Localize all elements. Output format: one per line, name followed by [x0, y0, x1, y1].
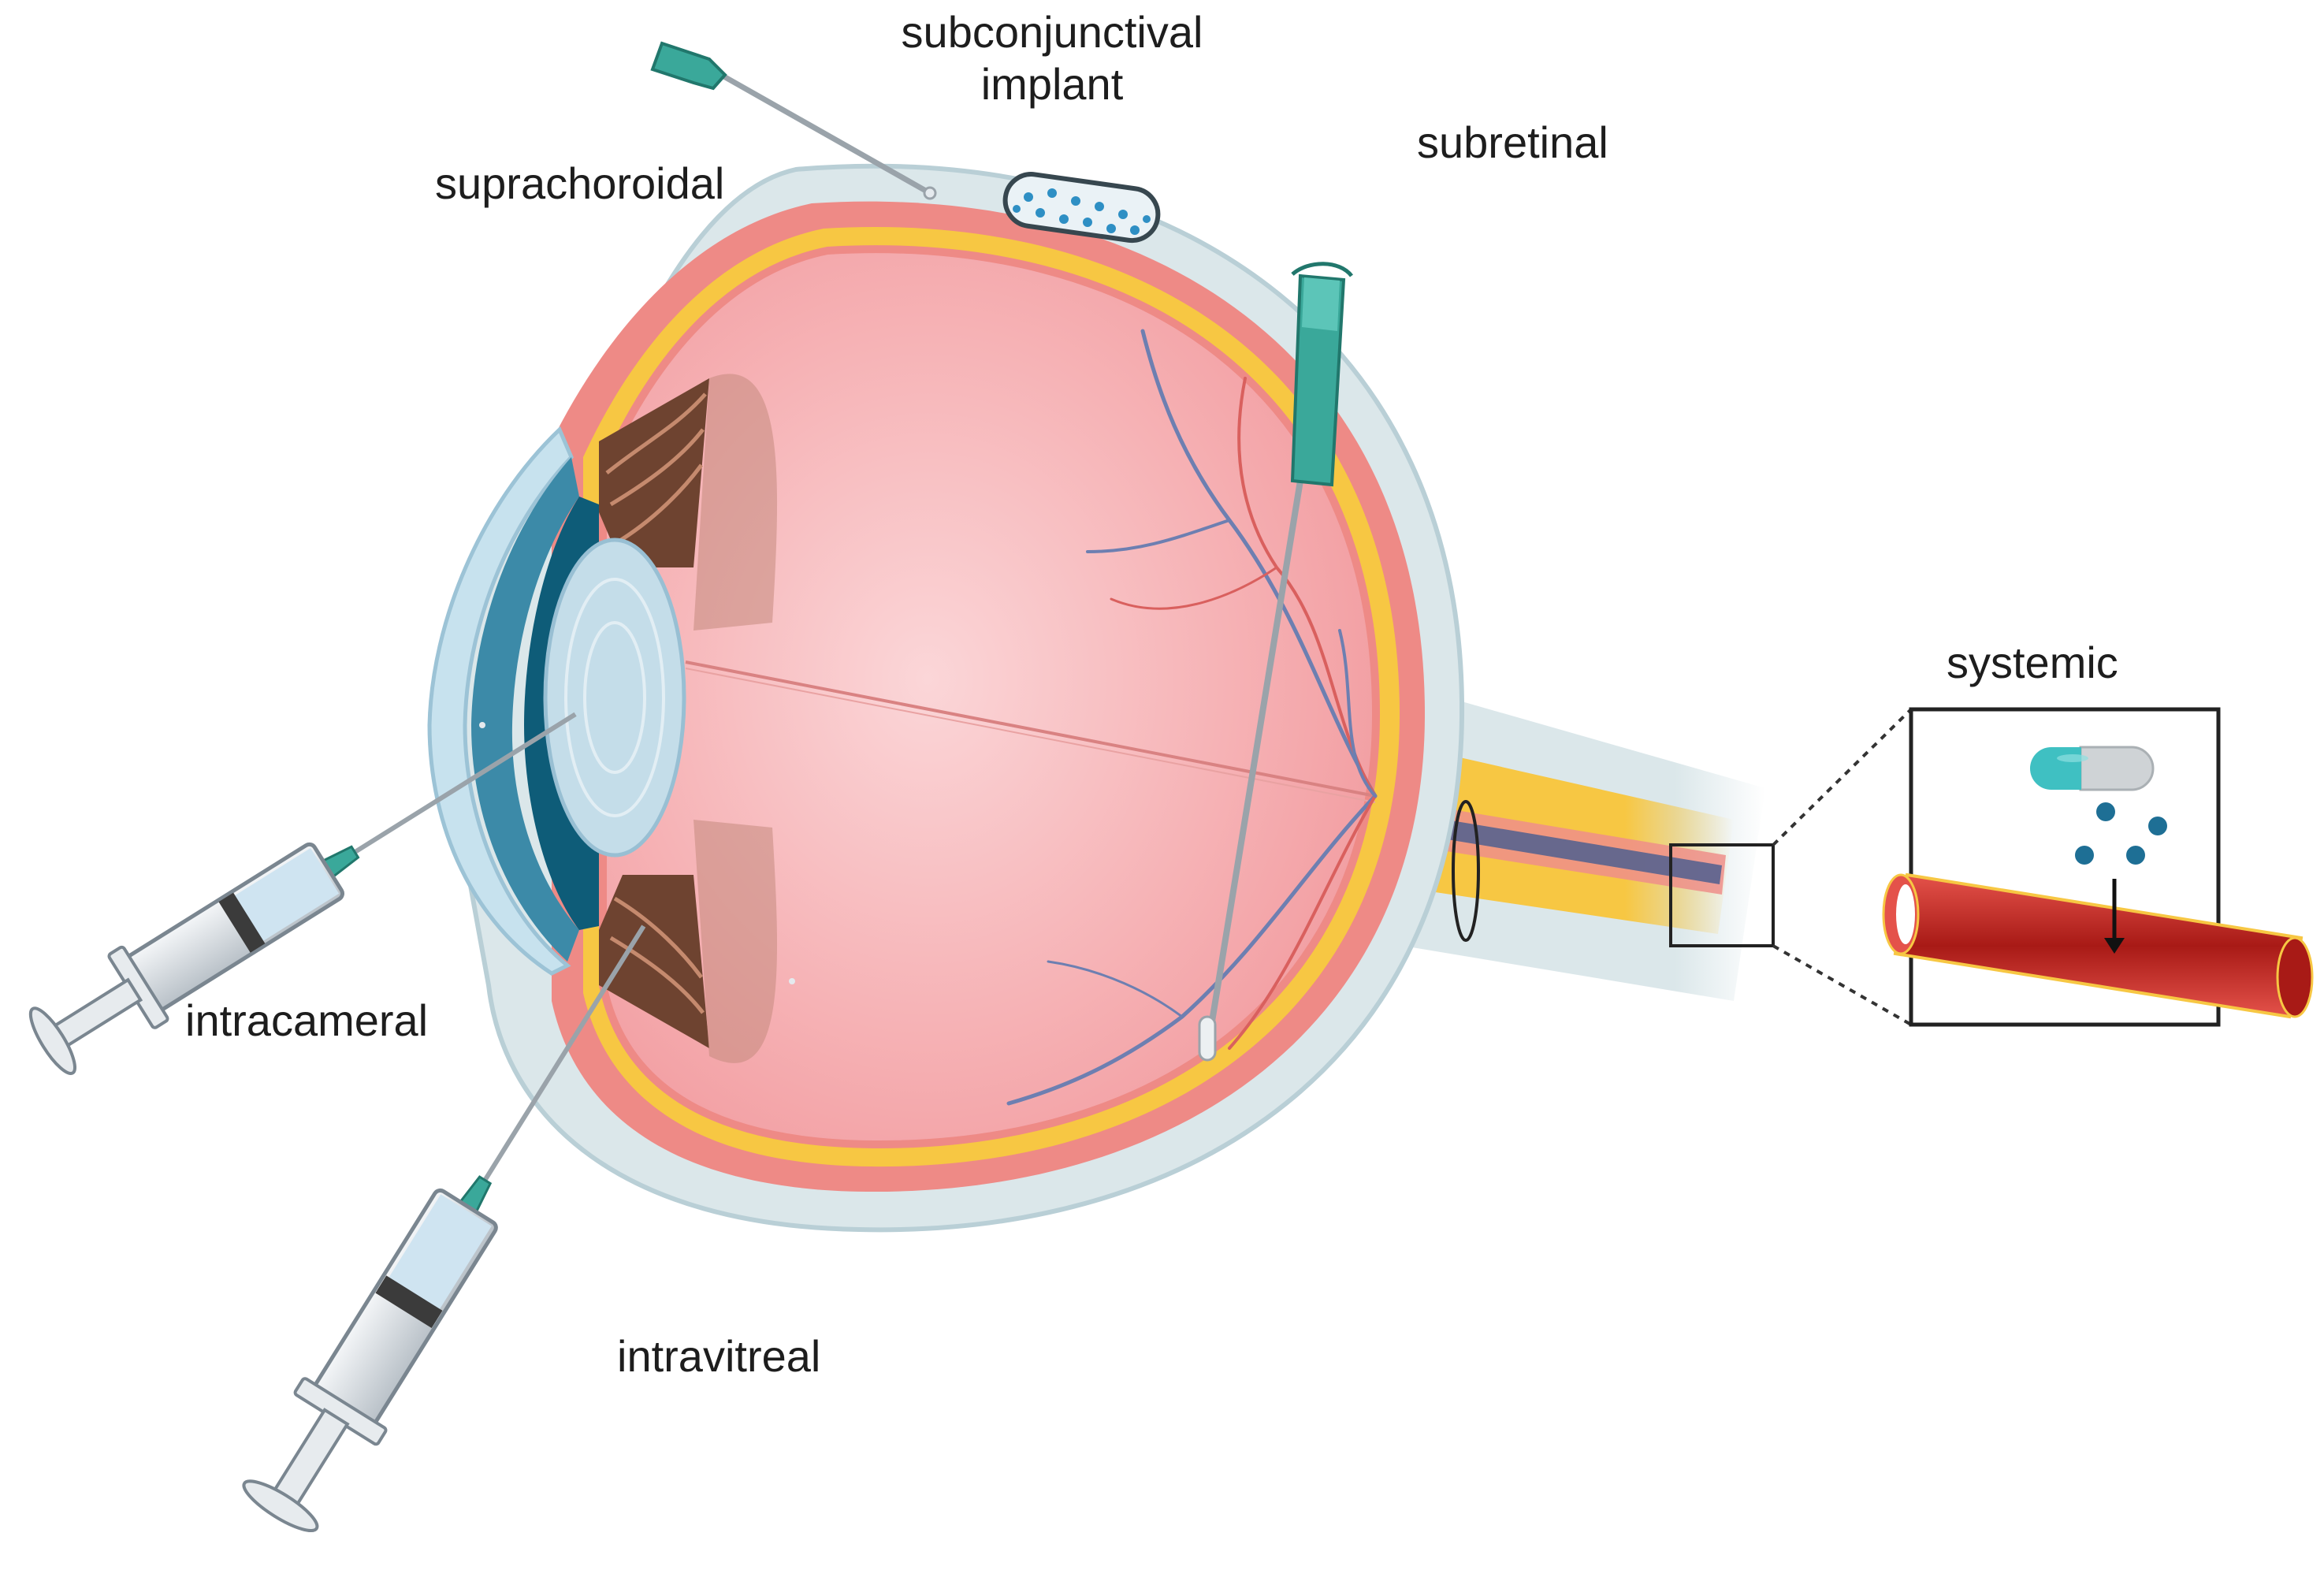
subconjunctival-label-line2: implant [980, 59, 1124, 110]
subconjunctival-label-line1: subconjunctival [901, 7, 1203, 57]
intravitreal-needle-tip [789, 978, 795, 984]
retinal-vessels [1006, 329, 1378, 1106]
cornea [427, 426, 574, 976]
intravitreal-syringe [242, 925, 646, 1532]
zonule-lower [693, 820, 778, 1063]
suprachoroidal-needle [650, 41, 937, 200]
optic-nerve [1371, 694, 1765, 1001]
rotation-marker [1452, 800, 1480, 942]
systemic-inset [1882, 707, 2314, 1027]
drug-particles [2075, 802, 2167, 865]
intracameral-needle-tip [479, 722, 485, 728]
intracameral-syringe [28, 712, 577, 1076]
zoom-line-bottom [1772, 944, 1912, 1026]
blood-vessel [1882, 872, 2314, 1019]
subconjunctival-implant-label: subconjunctival implant [902, 6, 1203, 110]
visual-axis-lower [685, 668, 1376, 803]
suprachoroidal-label: suprachoroidal [435, 158, 725, 208]
zoom-line-top [1772, 708, 1913, 846]
systemic-label: systemic [1947, 638, 2118, 687]
intracameral-label: intracameral [185, 995, 429, 1045]
zonule-upper [693, 374, 778, 631]
visual-axis-upper [685, 660, 1376, 798]
zoom-source-box [1669, 843, 1775, 947]
subretinal-label: subretinal [1417, 117, 1608, 167]
ciliary-body [599, 378, 709, 1048]
subretinal-cannula [1198, 262, 1353, 1062]
subconjunctival-implant [1002, 172, 1161, 244]
lens [543, 538, 686, 858]
anterior-chamber [471, 457, 579, 962]
intravitreal-label: intravitreal [617, 1331, 821, 1381]
drug-capsule [2030, 746, 2155, 791]
absorption-arrow-head [2104, 938, 2125, 954]
